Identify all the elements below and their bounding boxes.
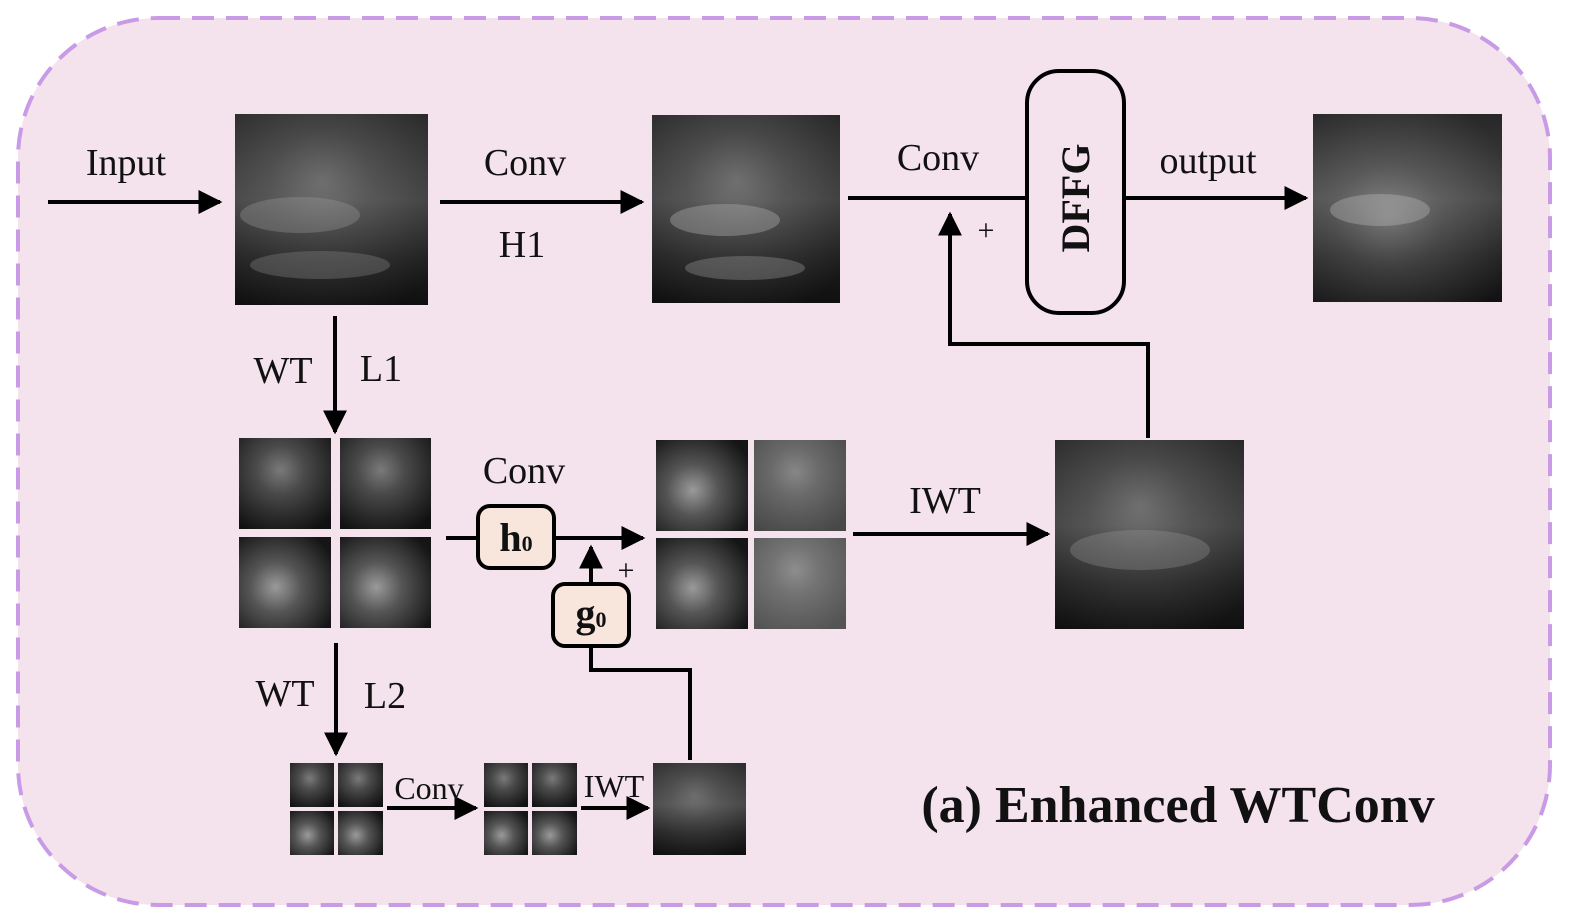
l1-wavelet-grid	[239, 438, 431, 628]
g0-box	[551, 582, 631, 648]
conv-top-right-label: Conv	[897, 137, 979, 179]
l2-label: L2	[364, 675, 406, 717]
plus-top: +	[978, 214, 995, 247]
l2-wavelet-grid	[290, 763, 383, 855]
wt-l2-label: WT	[255, 673, 314, 715]
h0-label: h0	[499, 515, 532, 560]
conv-h1-label: Conv	[484, 142, 566, 184]
input-label: Input	[86, 142, 167, 184]
h0-box	[476, 504, 556, 570]
iwt-bottom-label: IWT	[584, 768, 645, 804]
l2-conv-grid	[484, 763, 577, 855]
l1-conv-grid	[656, 440, 846, 629]
l2-iwt-image	[653, 763, 746, 855]
iwt-mid-label: IWT	[909, 480, 981, 522]
dffg-box	[1025, 69, 1126, 315]
line-iwt-up	[938, 211, 1150, 438]
input-image	[235, 114, 428, 305]
output-image	[1313, 114, 1502, 302]
g0-label: g0	[576, 591, 607, 636]
output-label: output	[1159, 140, 1257, 182]
dffg-label: DFFG	[1053, 144, 1098, 253]
diagram-title: (a) Enhanced WTConv	[921, 777, 1434, 834]
l1-label: L1	[360, 348, 402, 390]
plus-mid: +	[618, 554, 635, 587]
conv-bottom-label: Conv	[394, 770, 463, 806]
conv-mid-label: Conv	[483, 450, 565, 492]
line-l2-iwt-to-g0	[589, 645, 692, 760]
h1-image	[652, 115, 840, 303]
h1-label: H1	[499, 224, 545, 266]
wt-l1-label: WT	[253, 350, 312, 392]
iwt-mid-image	[1055, 440, 1244, 629]
